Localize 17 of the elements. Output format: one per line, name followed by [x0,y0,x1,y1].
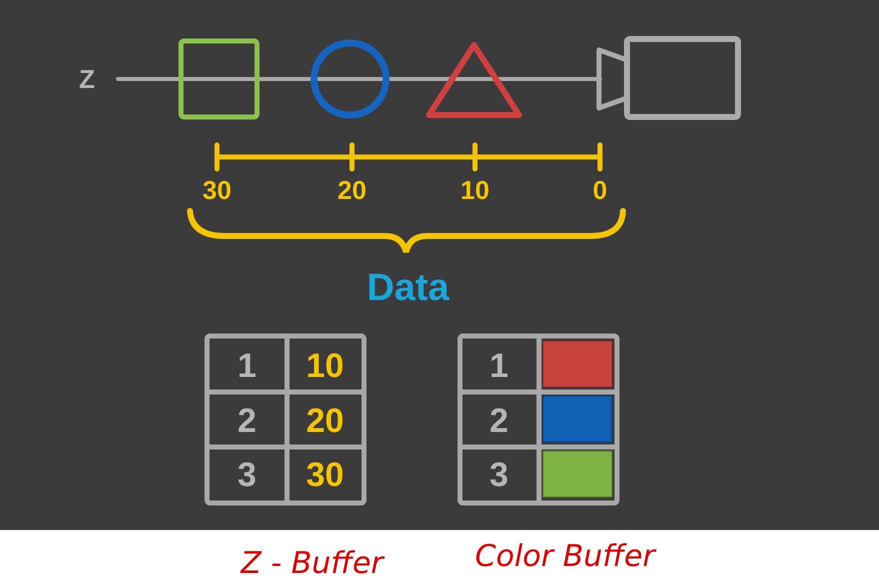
axis-label: Z [79,66,95,92]
row-number: 3 [238,458,256,492]
tick-label: 0 [592,177,608,203]
row-number: 1 [238,349,256,383]
tick-label: 10 [460,177,490,203]
row-number: 1 [490,349,508,383]
cell-value: 20 [306,404,344,438]
row-number: 2 [238,404,256,438]
heading: Data [366,269,450,307]
row-number: 3 [490,458,508,492]
cell-value: 30 [306,458,344,492]
row-number: 2 [490,404,508,438]
tick-label: 30 [202,177,232,203]
handwritten-note: Color Buffer [475,542,655,572]
cell-value: 10 [306,349,344,383]
tick-label: 20 [338,177,366,203]
handwritten-note: Z - Buffer [240,549,384,579]
